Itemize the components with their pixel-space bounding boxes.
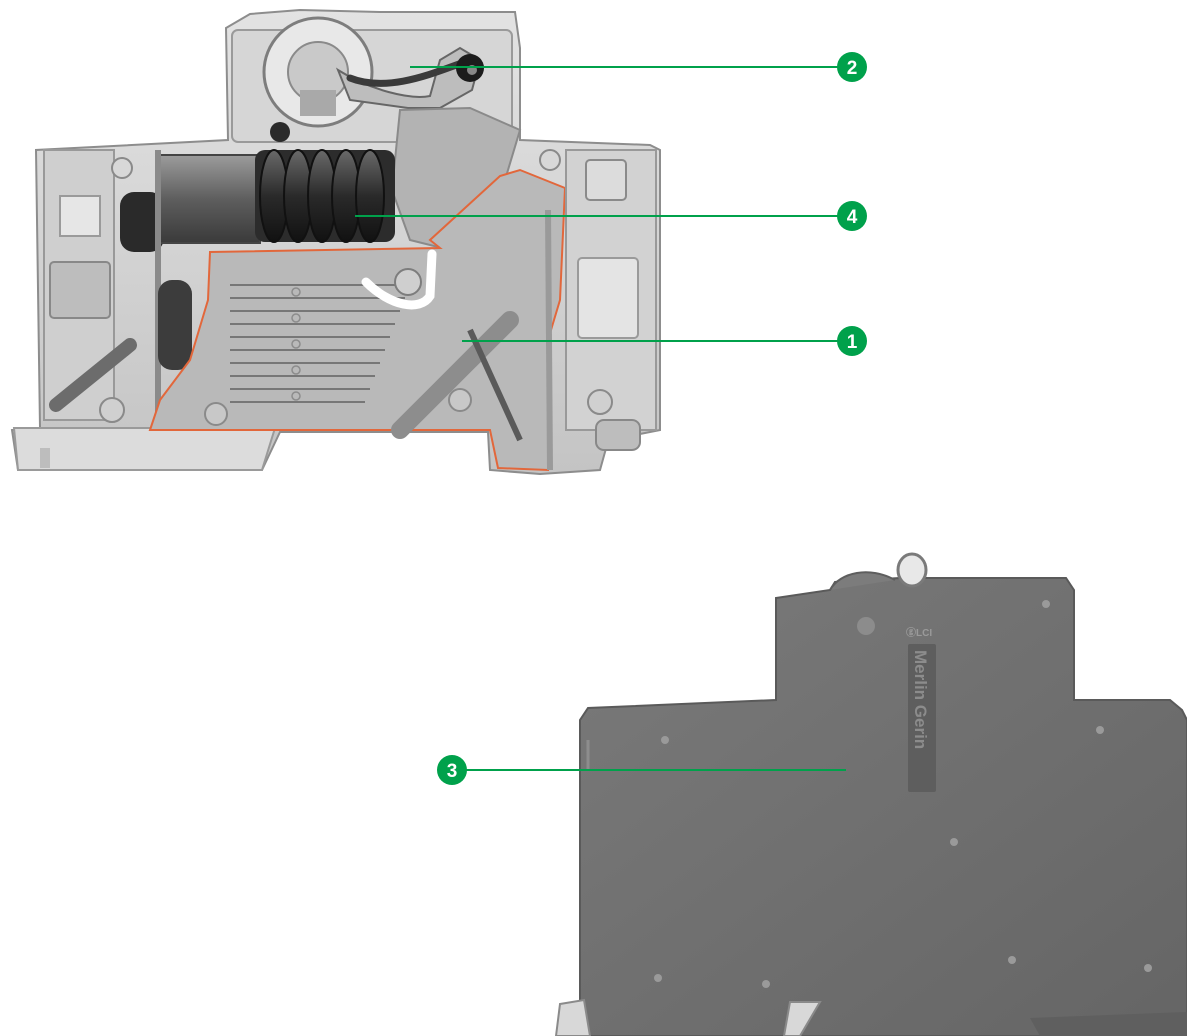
callout-leaders — [355, 66, 852, 771]
case-ring — [896, 552, 928, 588]
latch-link — [346, 58, 469, 87]
terminal-left — [43, 149, 137, 423]
solenoid-cylinder — [159, 154, 261, 244]
breaker-case-view: Merlin Gerin ⓖLCI — [554, 552, 1187, 1036]
bimetal-strip — [158, 280, 192, 370]
case-clip-left — [554, 998, 592, 1036]
callout-1-label: 1 — [847, 332, 858, 353]
case-rivets — [654, 600, 1152, 988]
solenoid-coil — [255, 149, 395, 243]
callout-2: 2 — [837, 52, 867, 82]
arc-chute-plates — [230, 284, 410, 403]
brand-plate — [908, 644, 936, 792]
callout-4: 4 — [837, 201, 867, 231]
terminal-right — [539, 149, 657, 451]
breaker-cutaway-view — [10, 8, 661, 476]
callout-1: 1 — [837, 326, 867, 356]
plunger-end — [120, 192, 164, 252]
din-clip-left — [12, 427, 277, 471]
callout-3: 3 — [437, 755, 467, 785]
clip-notch — [40, 448, 50, 468]
case-clip-mid — [782, 1001, 822, 1036]
breaker-case — [579, 577, 1187, 1036]
callout-2-label: 2 — [847, 58, 858, 79]
callout-4-label: 4 — [847, 207, 858, 228]
callout-3-label: 3 — [447, 761, 458, 782]
arc-runner — [361, 249, 437, 310]
certification-mark: ⓖLCI — [906, 626, 932, 639]
brand-label: Merlin Gerin — [911, 650, 930, 749]
